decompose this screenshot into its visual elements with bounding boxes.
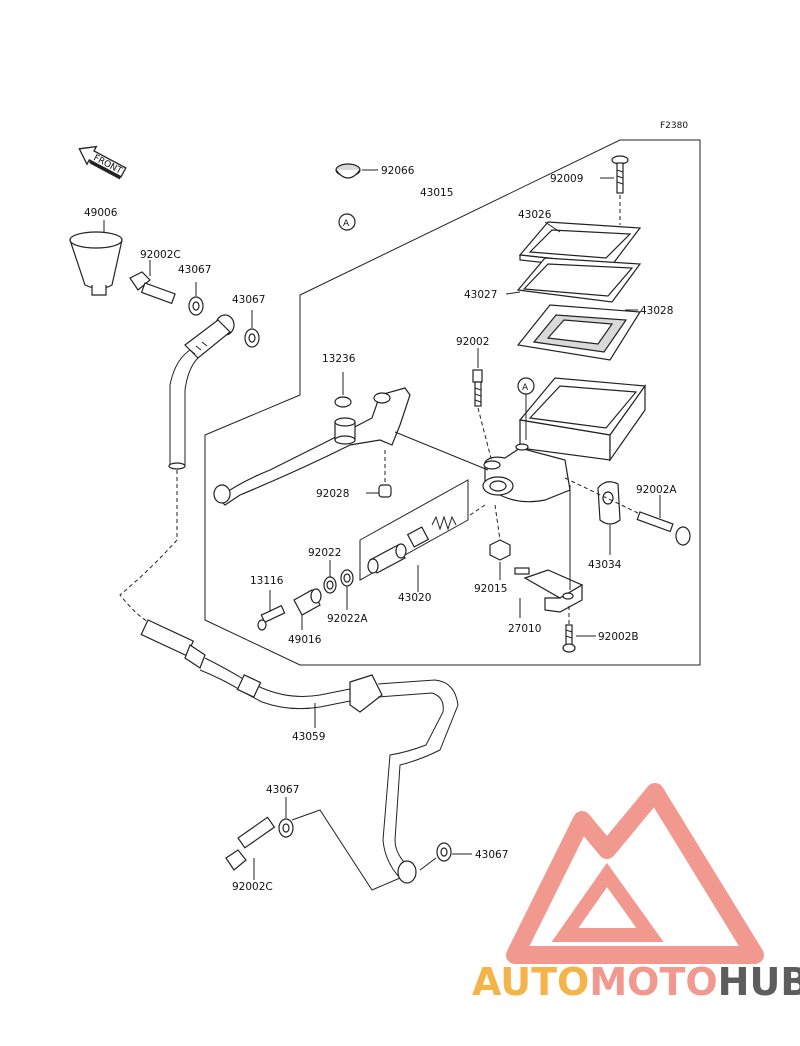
part-clutch-lever	[213, 387, 411, 506]
part-43034-clamp	[597, 481, 621, 525]
label-92022: 92022	[308, 547, 341, 559]
label-43067-a: 43067	[178, 264, 211, 276]
part-27010-switch	[514, 567, 584, 613]
part-43067-washer-b	[244, 328, 260, 348]
part-92015-nut	[489, 539, 511, 561]
label-92028: 92028	[316, 488, 349, 500]
label-92002c-top: 92002C	[140, 249, 181, 261]
label-13116: 13116	[250, 575, 284, 587]
svg-text:AUTOMOTOHUB: AUTOMOTOHUB	[472, 960, 800, 1004]
label-43034: 43034	[588, 559, 622, 571]
label-27010: 27010	[508, 623, 541, 635]
logo-auto: AUTO	[472, 960, 589, 1004]
part-13116-pin	[257, 604, 286, 631]
label-92066: 92066	[381, 165, 415, 177]
label-43020: 43020	[398, 592, 431, 604]
label-92002: 92002	[456, 336, 489, 348]
automotohub-logo: AUTOMOTOHUB	[472, 783, 800, 1004]
label-92015: 92015	[474, 583, 507, 595]
label-92009: 92009	[550, 173, 583, 185]
part-43027-plate	[516, 257, 642, 303]
logo-hub: HUB	[718, 960, 800, 1004]
label-43067-c: 43067	[266, 784, 299, 796]
callout-a-top	[338, 213, 356, 231]
label-43067-d: 43067	[475, 849, 508, 861]
part-92002c-banjo-bolt-bottom	[225, 816, 276, 871]
front-arrow-icon: FRONT	[78, 145, 127, 180]
label-92022a: 92022A	[327, 613, 368, 625]
part-43059-hose	[119, 314, 459, 884]
label-43067-b: 43067	[232, 294, 265, 306]
figure-code: F2380	[660, 121, 688, 131]
label-92002b: 92002B	[598, 631, 639, 643]
part-43067-washer-d	[436, 842, 452, 862]
part-43067-washer-a	[188, 296, 204, 316]
piston-kit-box	[359, 479, 469, 581]
part-92002a-bolt	[636, 511, 691, 546]
part-92002c-banjo-bolt-top	[129, 271, 176, 305]
label-92002c-bottom: 92002C	[232, 881, 273, 893]
part-92002-screw	[472, 369, 483, 407]
part-49016-joint	[293, 588, 322, 616]
part-43020-piston	[367, 515, 457, 574]
part-92022a-washer	[340, 569, 354, 587]
part-92028-pin	[378, 484, 392, 498]
label-43028: 43028	[640, 305, 673, 317]
label-43015: 43015	[420, 187, 453, 199]
part-92022-washer	[323, 576, 337, 594]
label-49016: 49016	[288, 634, 322, 646]
part-92002b-screw	[562, 624, 576, 653]
label-13236: 13236	[322, 353, 356, 365]
label-43026: 43026	[518, 209, 552, 221]
part-43067-washer-c	[278, 818, 294, 838]
label-43027: 43027	[464, 289, 497, 301]
logo-moto: MOTO	[589, 960, 717, 1004]
assembly-lines-bottom	[291, 809, 437, 891]
part-master-cylinder-body	[482, 377, 647, 503]
part-92066-cap	[335, 163, 361, 179]
label-43059: 43059	[292, 731, 325, 743]
label-49006: 49006	[84, 207, 118, 219]
assembly-outline	[204, 139, 701, 666]
callout-a-top-text: A	[343, 219, 350, 229]
label-92002a: 92002A	[636, 484, 677, 496]
part-43028-diaphragm	[516, 304, 642, 361]
part-92009-screw	[611, 155, 629, 194]
part-49006-boot	[69, 231, 123, 296]
callout-a-body-text: A	[522, 383, 529, 393]
